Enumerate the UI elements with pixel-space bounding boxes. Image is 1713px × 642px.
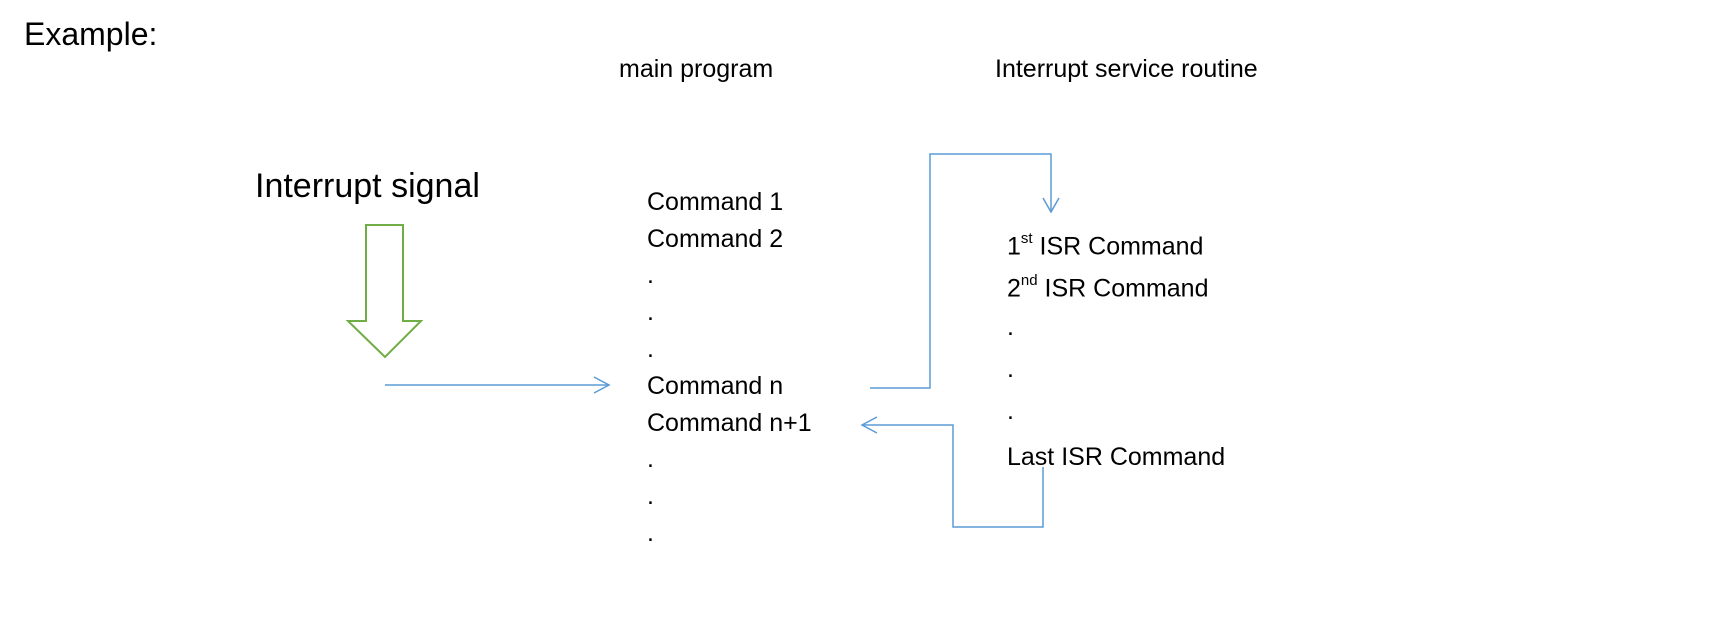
main-ellipsis-dot: . [647, 445, 654, 473]
interrupt-signal-label: Interrupt signal [255, 167, 480, 205]
isr-2nd-text: ISR Command [1037, 274, 1209, 303]
isr-2nd-suffix: nd [1020, 272, 1038, 289]
isr-command-2nd: 2nd ISR Command [1007, 272, 1209, 303]
main-ellipsis-dot: . [647, 519, 654, 547]
main-command-n-plus-1: Command n+1 [647, 409, 812, 437]
main-command-2: Command 2 [647, 225, 784, 253]
interrupt-entry-arrow [385, 376, 611, 394]
isr-1st-suffix: st [1020, 230, 1033, 247]
isr-command-1st: 1st ISR Command [1007, 230, 1204, 261]
main-ellipsis-dot: . [647, 261, 654, 289]
isr-2nd-number: 2 [1007, 274, 1021, 303]
jump-to-isr-arrow [870, 153, 1060, 389]
return-from-isr-arrow [860, 416, 1044, 528]
isr-1st-text: ISR Command [1032, 232, 1204, 261]
main-ellipsis-dot: . [647, 482, 654, 510]
isr-ellipsis-dot: . [1007, 355, 1014, 383]
main-ellipsis-dot: . [647, 298, 654, 326]
main-command-n: Command n [647, 372, 784, 400]
main-command-1: Command 1 [647, 188, 784, 216]
isr-1st-number: 1 [1007, 232, 1021, 261]
isr-ellipsis-dot: . [1007, 397, 1014, 425]
isr-title: Interrupt service routine [995, 55, 1258, 83]
example-heading: Example: [24, 16, 158, 52]
main-program-title: main program [619, 55, 774, 83]
isr-ellipsis-dot: . [1007, 313, 1014, 341]
main-ellipsis-dot: . [647, 335, 654, 363]
interrupt-signal-arrow-icon [345, 224, 424, 359]
isr-command-last: Last ISR Command [1007, 443, 1226, 471]
